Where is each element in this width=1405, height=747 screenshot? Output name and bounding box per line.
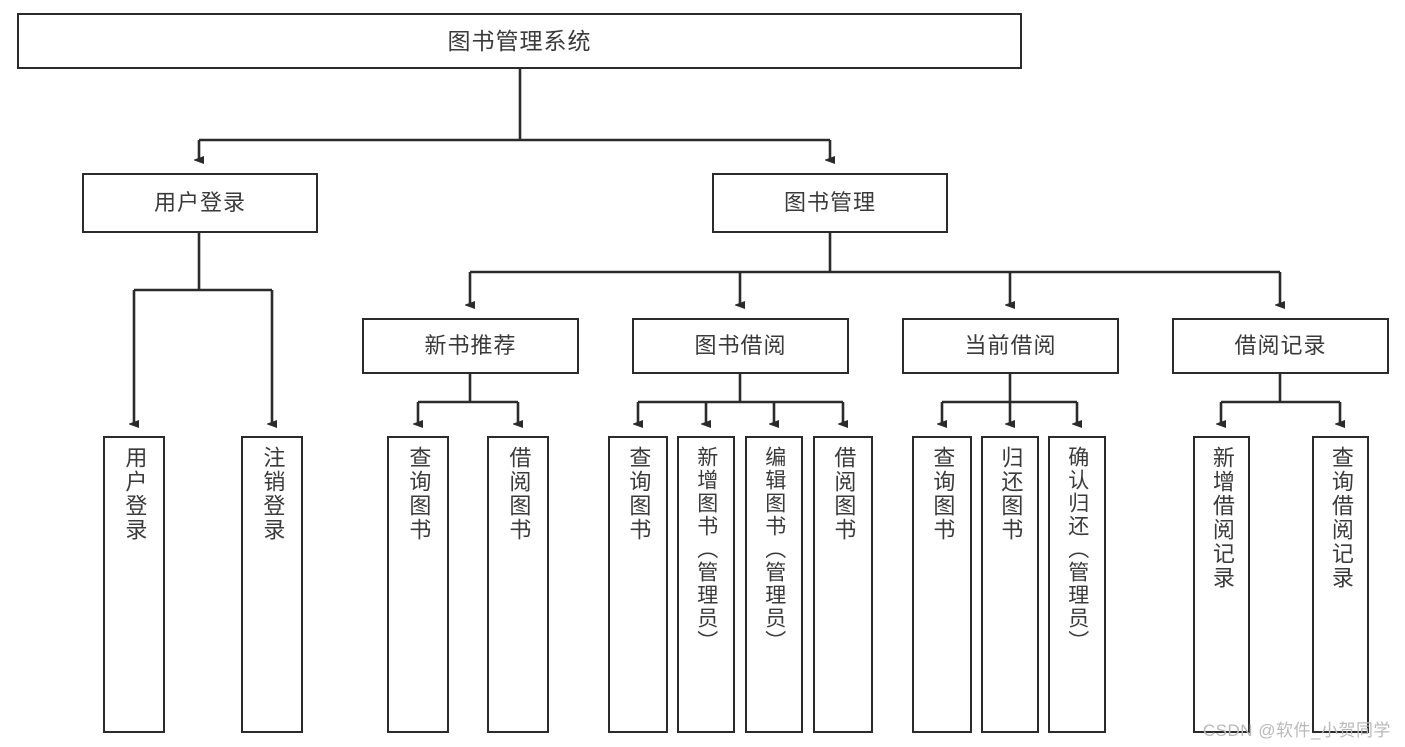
leaf-query-borrow-record[interactable]: 查询借阅记录 bbox=[1312, 436, 1369, 733]
leaf-query-book-recommend-label: 查询图书 bbox=[406, 446, 432, 542]
leaf-add-borrow-record-label: 新增借阅记录 bbox=[1209, 446, 1235, 590]
leaf-edit-book-admin[interactable]: 编辑图书（管理员） bbox=[745, 436, 803, 733]
leaf-logout[interactable]: 注销登录 bbox=[241, 436, 303, 733]
leaf-query-book-current[interactable]: 查询图书 bbox=[912, 436, 972, 733]
leaf-query-book-borrow[interactable]: 查询图书 bbox=[608, 436, 668, 733]
leaf-user-login[interactable]: 用户登录 bbox=[103, 436, 165, 733]
leaf-borrow-book-label: 借阅图书 bbox=[831, 446, 857, 542]
leaf-borrow-book-recommend[interactable]: 借阅图书 bbox=[487, 436, 549, 733]
leaf-query-book-recommend[interactable]: 查询图书 bbox=[387, 436, 449, 733]
node-book-borrow[interactable]: 图书借阅 bbox=[632, 318, 849, 374]
node-new-book-recommend-label: 新书推荐 bbox=[424, 333, 517, 359]
node-user-login-label: 用户登录 bbox=[153, 190, 246, 216]
leaf-add-book-admin[interactable]: 新增图书（管理员） bbox=[677, 436, 735, 733]
node-book-management-label: 图书管理 bbox=[783, 190, 876, 216]
leaf-query-borrow-record-label: 查询借阅记录 bbox=[1328, 446, 1354, 590]
node-current-borrow-label: 当前借阅 bbox=[964, 333, 1057, 359]
node-book-borrow-label: 图书借阅 bbox=[694, 333, 787, 359]
leaf-confirm-return-admin[interactable]: 确认归还（管理员） bbox=[1048, 436, 1106, 733]
node-new-book-recommend[interactable]: 新书推荐 bbox=[362, 318, 579, 374]
node-borrow-record[interactable]: 借阅记录 bbox=[1172, 318, 1389, 374]
node-borrow-record-label: 借阅记录 bbox=[1234, 333, 1327, 359]
node-root-label: 图书管理系统 bbox=[447, 27, 592, 54]
leaf-add-book-admin-label: 新增图书（管理员） bbox=[694, 446, 718, 653]
leaf-add-borrow-record[interactable]: 新增借阅记录 bbox=[1193, 436, 1250, 733]
node-book-management[interactable]: 图书管理 bbox=[712, 173, 948, 233]
leaf-borrow-book-recommend-label: 借阅图书 bbox=[506, 446, 532, 542]
leaf-edit-book-admin-label: 编辑图书（管理员） bbox=[762, 446, 786, 653]
leaf-return-book-label: 归还图书 bbox=[998, 446, 1024, 542]
leaf-return-book[interactable]: 归还图书 bbox=[981, 436, 1039, 733]
leaf-confirm-return-admin-label: 确认归还（管理员） bbox=[1065, 446, 1089, 653]
leaf-query-book-current-label: 查询图书 bbox=[930, 446, 956, 542]
node-user-login[interactable]: 用户登录 bbox=[82, 173, 318, 233]
node-current-borrow[interactable]: 当前借阅 bbox=[902, 318, 1119, 374]
node-root[interactable]: 图书管理系统 bbox=[17, 13, 1022, 69]
leaf-user-login-label: 用户登录 bbox=[122, 446, 148, 542]
leaf-borrow-book[interactable]: 借阅图书 bbox=[813, 436, 873, 733]
leaf-query-book-borrow-label: 查询图书 bbox=[626, 446, 652, 542]
leaf-logout-label: 注销登录 bbox=[260, 446, 286, 542]
